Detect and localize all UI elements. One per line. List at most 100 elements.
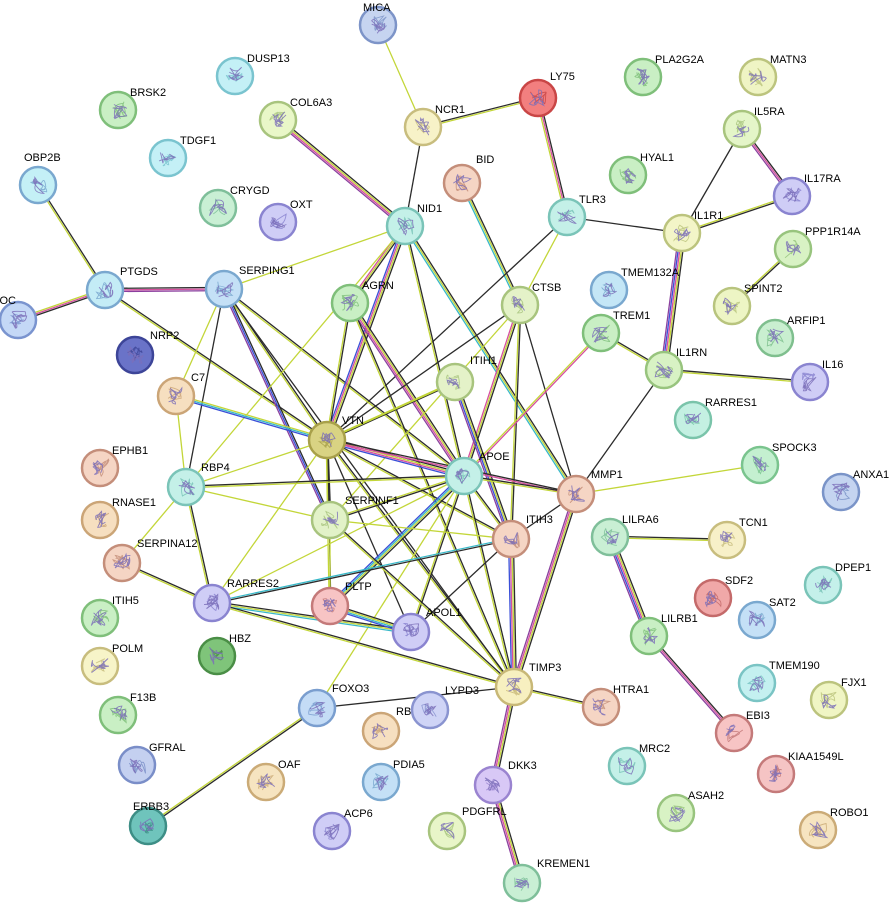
node-bubble[interactable] (714, 713, 754, 753)
node-tmem190[interactable] (737, 663, 777, 703)
node-sdf2[interactable] (693, 578, 733, 618)
node-kremen1[interactable] (502, 863, 542, 903)
node-gfral[interactable] (117, 745, 157, 785)
node-il5ra[interactable] (722, 109, 762, 149)
node-bubble[interactable] (246, 762, 286, 802)
node-anxa1[interactable] (821, 472, 861, 512)
node-arfip1[interactable] (755, 318, 795, 358)
node-il16[interactable] (790, 362, 830, 402)
node-tlr3[interactable] (547, 197, 587, 237)
node-il1rn[interactable] (644, 350, 684, 390)
node-pdgfrl[interactable] (427, 811, 467, 851)
node-bubble[interactable] (80, 598, 120, 638)
node-dpep1[interactable] (803, 565, 843, 605)
node-ephb1[interactable] (80, 448, 120, 488)
node-ctsb[interactable] (500, 285, 540, 325)
node-matn3[interactable] (738, 57, 778, 97)
node-oxt[interactable] (258, 202, 298, 242)
node-serpinf1[interactable] (310, 500, 350, 540)
node-bubble[interactable] (707, 520, 747, 560)
node-oaf[interactable] (246, 762, 286, 802)
node-dusp13[interactable] (215, 56, 255, 96)
node-pdia5[interactable] (361, 762, 401, 802)
node-apol1[interactable] (391, 612, 431, 652)
node-htra1[interactable] (581, 687, 621, 727)
node-bubble[interactable] (166, 467, 206, 507)
node-bubble[interactable] (98, 90, 138, 130)
node-timp3[interactable] (494, 667, 534, 707)
node-vtn[interactable] (307, 420, 347, 460)
node-rnase1[interactable] (80, 500, 120, 540)
node-f13b[interactable] (98, 695, 138, 735)
node-pltp[interactable] (310, 586, 350, 626)
node-fjx1[interactable] (809, 680, 849, 720)
node-il1r1[interactable] (662, 213, 702, 253)
node-dkk3[interactable] (473, 765, 513, 805)
node-spint2[interactable] (712, 286, 752, 326)
node-serpina12[interactable] (102, 543, 142, 583)
node-pla2g2a[interactable] (623, 57, 663, 97)
node-bubble[interactable] (590, 517, 630, 557)
node-rb[interactable] (361, 711, 401, 751)
node-tcn1[interactable] (707, 520, 747, 560)
node-ppp1r14a[interactable] (773, 229, 813, 269)
node-ptgds[interactable] (85, 270, 125, 310)
node-acp6[interactable] (312, 811, 352, 851)
node-itih5[interactable] (80, 598, 120, 638)
node-mica[interactable] (358, 5, 398, 45)
node-bubble[interactable] (518, 78, 558, 118)
node-tmem132a[interactable] (589, 270, 629, 310)
node-lilrb1[interactable] (629, 616, 669, 656)
node-asah2[interactable] (656, 793, 696, 833)
node-spock3[interactable] (740, 445, 780, 485)
node-serping1[interactable] (204, 269, 244, 309)
node-bubble[interactable] (442, 163, 482, 203)
node-bubble[interactable] (198, 188, 238, 228)
node-kiaa1549l[interactable] (756, 754, 796, 794)
node-rarres2[interactable] (192, 583, 232, 623)
node-crygd[interactable] (198, 188, 238, 228)
node-lilra6[interactable] (590, 517, 630, 557)
node-itih3[interactable] (491, 519, 531, 559)
node-foxo3[interactable] (297, 688, 337, 728)
node-bubble[interactable] (738, 57, 778, 97)
node-robo1[interactable] (798, 810, 838, 850)
node-col6a3[interactable] (258, 100, 298, 140)
node-polm[interactable] (80, 646, 120, 686)
node-apoe[interactable] (444, 456, 484, 496)
node-bubble[interactable] (115, 335, 155, 375)
node-bid[interactable] (442, 163, 482, 203)
node-il17ra[interactable] (772, 176, 812, 216)
node-bubble[interactable] (85, 270, 125, 310)
node-mrc2[interactable] (607, 746, 647, 786)
node-bubble[interactable] (581, 313, 621, 353)
node-lypd3[interactable] (410, 690, 450, 730)
node-itih1[interactable] (435, 362, 475, 402)
node-mmp1[interactable] (556, 474, 596, 514)
node-bubble[interactable] (310, 586, 350, 626)
node-hyal1[interactable] (608, 155, 648, 195)
node-erbb3[interactable] (128, 806, 168, 846)
node-nrp2[interactable] (115, 335, 155, 375)
node-c7[interactable] (156, 376, 196, 416)
node-ebi3[interactable] (714, 713, 754, 753)
node-obp2b[interactable] (18, 165, 58, 205)
node-bubble[interactable] (403, 107, 443, 147)
node-sat2[interactable] (737, 600, 777, 640)
node-ly75[interactable] (518, 78, 558, 118)
node-brsk2[interactable] (98, 90, 138, 130)
node-ncr1[interactable] (403, 107, 443, 147)
node-bubble[interactable] (312, 811, 352, 851)
node-bubble[interactable] (98, 695, 138, 735)
node-hbz[interactable] (197, 636, 237, 676)
node-bubble[interactable] (117, 745, 157, 785)
node-rbp4[interactable] (166, 467, 206, 507)
node-tdgf1[interactable] (148, 138, 188, 178)
node-nid1[interactable] (385, 206, 425, 246)
node-agrn[interactable] (330, 283, 370, 323)
node-bubble[interactable] (0, 300, 38, 340)
node-rarres1[interactable] (673, 400, 713, 440)
node-trem1[interactable] (581, 313, 621, 353)
node-myoc[interactable] (0, 300, 38, 340)
node-bubble[interactable] (18, 165, 58, 205)
